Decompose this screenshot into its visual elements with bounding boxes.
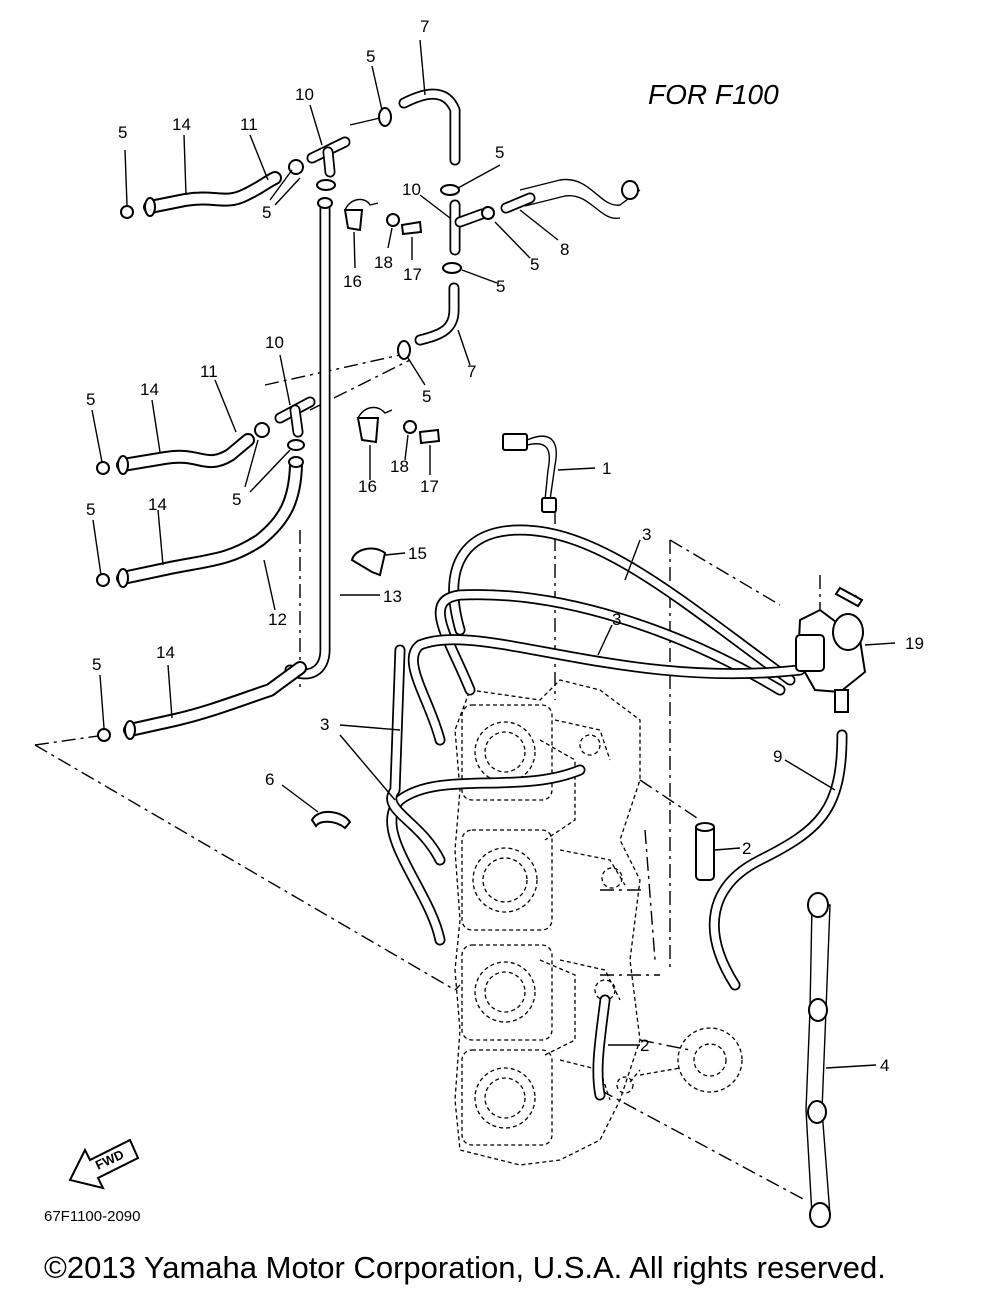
callout-9: 9: [773, 747, 782, 766]
callout-5: 5: [262, 203, 271, 222]
leader-lines: [91, 39, 896, 1069]
diagram-title: FOR F100: [648, 79, 779, 110]
callout-5: 5: [530, 255, 539, 274]
forward-arrow: FWD: [68, 1138, 140, 1190]
callout-2-lower: 2: [640, 1036, 649, 1055]
callout-3: 3: [612, 610, 621, 629]
reference-lines: [34, 354, 861, 1201]
hose-8: [500, 178, 641, 219]
clip-6: [310, 811, 352, 830]
callout-5: 5: [366, 47, 375, 66]
callout-17-upper: 17: [403, 265, 422, 284]
callout-15: 15: [408, 544, 427, 563]
hose-bottom: [97, 661, 307, 742]
callout-1: 1: [602, 459, 611, 478]
callout-5: 5: [86, 390, 95, 409]
callout-10-middle: 10: [402, 180, 421, 199]
clamp-16-upper: [343, 198, 423, 236]
callout-19: 19: [905, 634, 924, 653]
callout-12: 12: [268, 610, 287, 629]
callout-5: 5: [232, 490, 241, 509]
hose-2-upper: [695, 822, 715, 881]
callout-11-upper: 11: [240, 115, 258, 134]
callout-11-lower: 11: [200, 362, 218, 381]
callout-14-bottom: 14: [156, 643, 175, 662]
callout-7-lower: 7: [467, 362, 476, 381]
joint-middle: [440, 184, 495, 274]
callout-3: 3: [642, 525, 651, 544]
callout-5: 5: [422, 387, 431, 406]
clip-15: [350, 547, 387, 577]
callout-5: 5: [495, 143, 504, 162]
callout-7-upper: 7: [420, 17, 429, 36]
callout-labels: 7 5 10 5 14 11 5 10 5 8 5 18 17 16 5 10 …: [86, 17, 924, 1075]
hose-7-upper: [349, 88, 461, 166]
hose-middle: [96, 396, 316, 475]
callout-5: 5: [496, 277, 505, 296]
hose-12: [96, 456, 304, 588]
callout-16-upper: 16: [343, 272, 362, 291]
callout-4: 4: [880, 1056, 889, 1075]
hose-3-set: [386, 524, 806, 946]
callout-3: 3: [320, 715, 329, 734]
callout-5: 5: [86, 500, 95, 519]
callout-14-lower: 14: [148, 495, 167, 514]
callout-13: 13: [383, 587, 402, 606]
callout-14-upper: 14: [172, 115, 191, 134]
throttle-body-assembly: [454, 679, 641, 1166]
joint-upper: [306, 136, 351, 191]
callout-16-lower: 16: [358, 477, 377, 496]
ground-strap-4: [805, 892, 831, 1228]
callout-18-lower: 18: [390, 457, 409, 476]
copyright-notice: ©2013 Yamaha Motor Corporation, U.S.A. A…: [44, 1250, 886, 1285]
callout-8: 8: [560, 240, 569, 259]
callout-6: 6: [265, 770, 274, 789]
pressure-sensor-19: [795, 586, 867, 713]
callout-5: 5: [118, 123, 127, 142]
wire-lead-1: [502, 433, 557, 513]
callout-10-upper: 10: [295, 85, 314, 104]
clamp-16-lower: [356, 406, 441, 445]
callout-14-middle: 14: [140, 380, 159, 399]
callout-10-lower: 10: [265, 333, 284, 352]
hose-2-lower: [592, 994, 743, 1101]
hose-upper-left: [120, 159, 304, 219]
callout-5: 5: [92, 655, 101, 674]
callout-17-lower: 17: [420, 477, 439, 496]
diagram-code: 67F1100-2090: [44, 1208, 140, 1225]
hose-7-lower: [397, 282, 460, 360]
callout-18-upper: 18: [374, 253, 393, 272]
callout-2-upper: 2: [742, 839, 751, 858]
hose-9: [708, 729, 848, 991]
